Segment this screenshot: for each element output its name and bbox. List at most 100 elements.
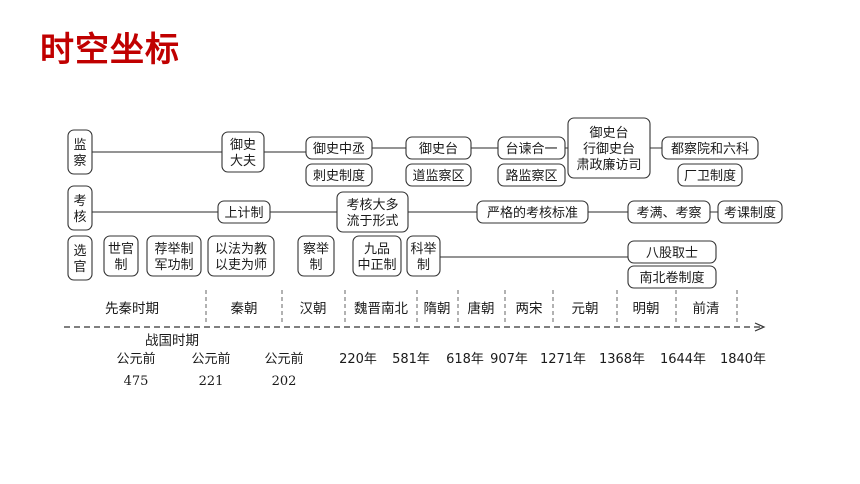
box-yushi-dafu-frame — [221, 131, 265, 173]
box-kaoman: 考满、考察 — [627, 200, 711, 224]
box-kaohe-xingshi-text-1: 流于形式 — [346, 214, 398, 229]
category-supervision-frame — [67, 129, 93, 175]
connector-lines — [64, 147, 766, 332]
box-shiguan-frame — [103, 235, 139, 277]
box-bagu-text-0: 八股取士 — [646, 246, 698, 261]
box-jianju-text-1: 军功制 — [154, 258, 193, 273]
category-selection-frame — [67, 235, 93, 281]
category-assessment-text-1: 核 — [73, 210, 86, 225]
box-duchayuan-text-0: 都察院和六科 — [671, 142, 749, 157]
box-changwei: 厂卫制度 — [677, 163, 743, 187]
period-label: 明朝 — [633, 301, 660, 317]
box-yushi-dafu-text-1: 大夫 — [230, 154, 256, 169]
year-label: 618年 — [446, 352, 484, 367]
box-changwei-frame — [677, 163, 743, 187]
box-yushi-zhongcheng-frame — [305, 136, 373, 160]
box-taijian: 台谏合一 — [497, 136, 566, 160]
period-label: 唐朝 — [468, 300, 495, 317]
box-keju-text-0: 科举 — [410, 242, 436, 257]
box-kaohe-xingshi-text-0: 考核大多 — [346, 197, 398, 213]
box-taijian-text-0: 台谏合一 — [505, 142, 557, 157]
box-changwei-text-0: 厂卫制度 — [684, 168, 736, 184]
box-lu-jiancha-frame — [497, 163, 566, 187]
period-label: 汉朝 — [300, 301, 327, 317]
year-label: 1644年 — [660, 352, 706, 367]
timeline-arrow-icon — [754, 322, 766, 332]
year-label: 1368年 — [599, 352, 645, 367]
box-dao-jiancha-frame — [405, 163, 472, 187]
box-kaoke-frame — [717, 200, 783, 224]
box-shiguan: 世官制 — [103, 235, 139, 277]
box-kaoke-text-0: 考课制度 — [724, 205, 776, 221]
box-yuan-tai-text-1: 行御史台 — [583, 142, 635, 157]
box-kaoke: 考课制度 — [717, 200, 783, 224]
box-yushitai-text-0: 御史台 — [419, 142, 458, 157]
category-assessment: 考核 — [67, 185, 93, 231]
category-supervision-text-0: 监 — [73, 138, 86, 153]
period-label: 两宋 — [516, 301, 544, 317]
year-label: 公元前 — [116, 351, 155, 367]
box-yifa-text-0: 以法为教 — [215, 241, 267, 257]
year-label: 公元前 — [191, 351, 230, 367]
period-label: 魏晋南北 — [354, 301, 408, 317]
box-yushi-zhongcheng: 御史中丞 — [305, 136, 373, 160]
year-label: 907年 — [490, 352, 528, 367]
box-kaoman-text-0: 考满、考察 — [636, 206, 701, 221]
category-assessment-text-0: 考 — [73, 194, 86, 209]
year-number: 202 — [272, 374, 297, 389]
box-chaju-frame — [297, 235, 335, 277]
category-assessment-frame — [67, 185, 93, 231]
category-supervision-text-1: 察 — [73, 154, 86, 169]
box-nanbei-text-0: 南北卷制度 — [639, 270, 704, 286]
box-jiupin-text-1: 中正制 — [357, 258, 396, 273]
box-dao-jiancha-text-0: 道监察区 — [412, 169, 464, 184]
box-yifa-text-1: 以吏为师 — [215, 257, 267, 273]
box-chaju-text-0: 察举 — [303, 242, 329, 257]
box-cishi-text-0: 刺史制度 — [313, 168, 365, 184]
box-nanbei: 南北卷制度 — [627, 265, 717, 289]
box-cishi: 刺史制度 — [305, 163, 373, 187]
box-yange-kaohe: 严格的考核标准 — [476, 200, 589, 224]
period-label: 元朝 — [572, 301, 599, 317]
box-yushitai-frame — [405, 136, 472, 160]
box-duchayuan: 都察院和六科 — [661, 136, 759, 160]
box-yuan-tai-frame — [567, 117, 651, 179]
box-cishi-frame — [305, 163, 373, 187]
box-chaju-text-1: 制 — [309, 258, 322, 273]
box-yuan-tai-text-2: 肃政廉访司 — [576, 157, 641, 173]
year-label: 581年 — [392, 352, 430, 367]
box-shiguan-text-1: 制 — [114, 258, 127, 273]
category-selection-text-1: 官 — [73, 259, 86, 275]
box-yifa-frame — [207, 235, 275, 277]
page-title: 时空坐标 — [40, 30, 180, 70]
box-taijian-frame — [497, 136, 566, 160]
year-number: 475 — [124, 374, 149, 389]
box-yushi-dafu-text-0: 御史 — [230, 138, 256, 153]
box-chaju: 察举制 — [297, 235, 335, 277]
box-nanbei-frame — [627, 265, 717, 289]
period-label: 秦朝 — [231, 301, 258, 317]
category-selection: 选官 — [67, 235, 93, 281]
box-keju: 科举制 — [406, 235, 441, 277]
box-yange-kaohe-text-0: 严格的考核标准 — [487, 205, 578, 221]
box-yushitai: 御史台 — [405, 136, 472, 160]
box-jianju-text-0: 荐举制 — [154, 242, 193, 257]
year-label: 1271年 — [540, 352, 586, 367]
year-number: 221 — [199, 374, 224, 389]
box-keju-frame — [406, 235, 441, 277]
year-label: 1840年 — [720, 352, 766, 367]
category-supervision: 监察 — [67, 129, 93, 175]
box-lu-jiancha: 路监察区 — [497, 163, 566, 187]
box-kaohe-xingshi-frame — [336, 191, 409, 233]
box-bagu: 八股取士 — [627, 240, 717, 264]
box-lu-jiancha-text-0: 路监察区 — [505, 168, 557, 184]
year-label: 公元前 — [264, 351, 303, 367]
box-duchayuan-frame — [661, 136, 759, 160]
box-shiguan-text-0: 世官 — [108, 241, 134, 257]
